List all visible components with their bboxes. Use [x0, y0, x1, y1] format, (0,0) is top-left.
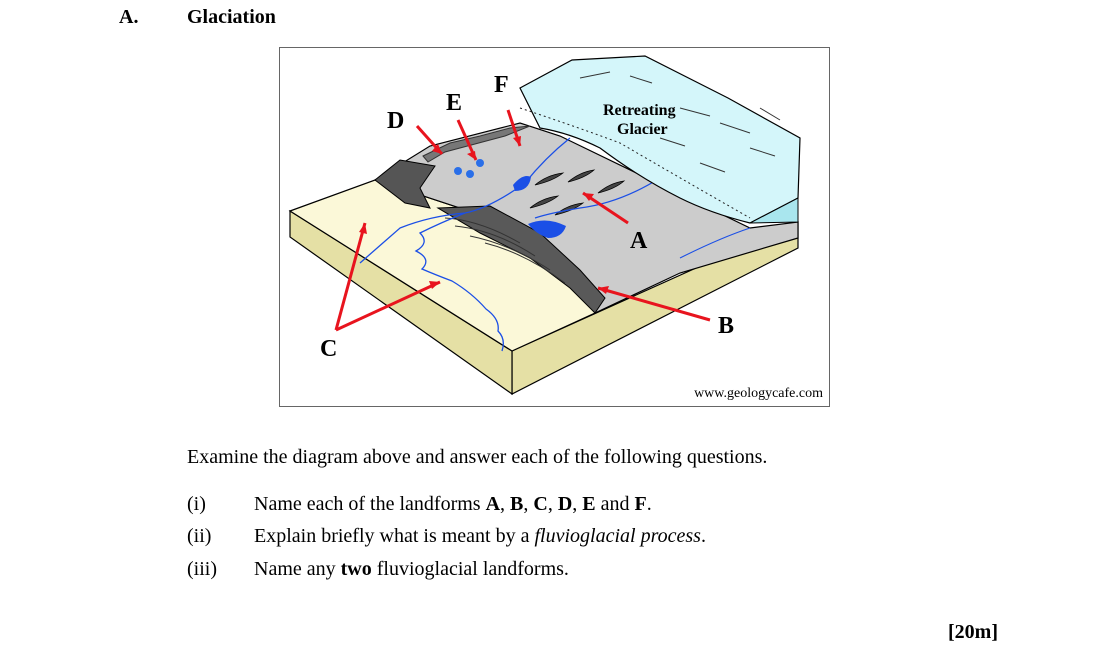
- kettle-lake-2: [528, 220, 566, 238]
- kettle-dot-3: [476, 159, 484, 167]
- meltwater-stream-2: [534, 177, 661, 219]
- label-d: D: [387, 108, 404, 134]
- question-number: (ii): [187, 525, 212, 547]
- moraine-left: [374, 159, 436, 209]
- kettle-dot-1: [454, 167, 462, 175]
- section-title: Glaciation: [187, 6, 276, 28]
- glaciation-diagram: D E F A B C Retreating Glacier www.geolo…: [279, 47, 830, 407]
- kettle-lake-1: [513, 176, 531, 191]
- block-diagram-illustration: D E F A B C Retreating Glacier: [288, 55, 801, 396]
- question-number: (i): [187, 493, 206, 515]
- kettle-dot-2: [466, 170, 474, 178]
- meltwater-stream-1: [359, 137, 571, 264]
- marks-total: [20m]: [948, 621, 998, 643]
- arrow-c2: [335, 280, 441, 332]
- arrow-b: [597, 286, 711, 322]
- arrow-heads: [359, 136, 609, 294]
- drumlin-group: [529, 169, 626, 216]
- braided-river: [414, 212, 504, 352]
- question-number: (iii): [187, 558, 217, 580]
- label-c: C: [320, 336, 337, 362]
- question-text: Name any two fluvioglacial landforms.: [254, 558, 569, 580]
- instructions: Examine the diagram above and answer eac…: [187, 446, 768, 468]
- label-f: F: [494, 72, 509, 98]
- terminal-moraine: [436, 205, 606, 314]
- label-b: B: [718, 313, 734, 339]
- section-letter: A.: [119, 6, 139, 28]
- esker-ridge: [422, 125, 531, 163]
- label-e: E: [446, 90, 462, 116]
- glacier-label-line1: Retreating: [603, 102, 676, 119]
- glacier-label-line2: Glacier: [617, 121, 668, 138]
- question-text: Explain briefly what is meant by a fluvi…: [254, 525, 706, 547]
- label-a: A: [630, 228, 648, 254]
- question-text: Name each of the landforms A, B, C, D, E…: [254, 493, 652, 515]
- glacier-crevasses: [579, 71, 781, 173]
- image-credit: www.geologycafe.com: [694, 386, 823, 401]
- arrow-c1: [334, 222, 367, 331]
